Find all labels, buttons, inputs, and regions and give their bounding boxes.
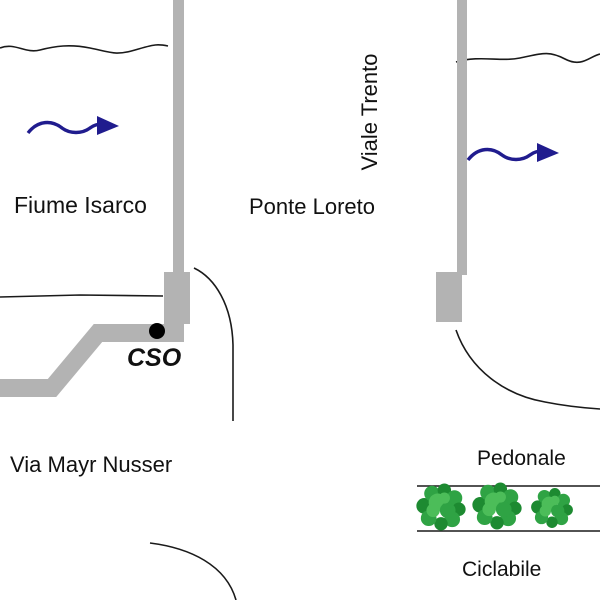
label-fiume-isarco: Fiume Isarco (14, 192, 147, 218)
road-corner-bottom-left (149, 542, 237, 600)
river-bank-line-left (0, 294, 164, 298)
road-edge-bridge-right (455, 329, 600, 410)
overflow-junction-box-right (436, 272, 462, 322)
label-cso: CSO (127, 344, 182, 372)
tree-icon (416, 483, 466, 531)
label-ciclabile: Ciclabile (462, 558, 542, 581)
label-viale-trento: Viale Trento (356, 53, 382, 171)
label-pedonale: Pedonale (477, 447, 566, 470)
river-bank-line-top-right (455, 52, 600, 64)
sewer-outfall-line (0, 324, 184, 397)
river-flow-arrow-left (26, 116, 119, 135)
sewer-pipe-left (173, 0, 184, 275)
overflow-junction-box-left (164, 272, 190, 324)
road-edge-bridge-left (193, 267, 234, 421)
cso-marker-dot (149, 323, 165, 339)
tree-icon (531, 488, 573, 528)
sewer-pipe-right (457, 0, 467, 275)
label-ponte-loreto: Ponte Loreto (249, 194, 375, 219)
tree-icon (472, 482, 522, 530)
label-via-mayr-nusser: Via Mayr Nusser (10, 452, 173, 477)
river-flow-arrow-right (466, 143, 559, 162)
river-bank-line-top-left (0, 44, 169, 54)
